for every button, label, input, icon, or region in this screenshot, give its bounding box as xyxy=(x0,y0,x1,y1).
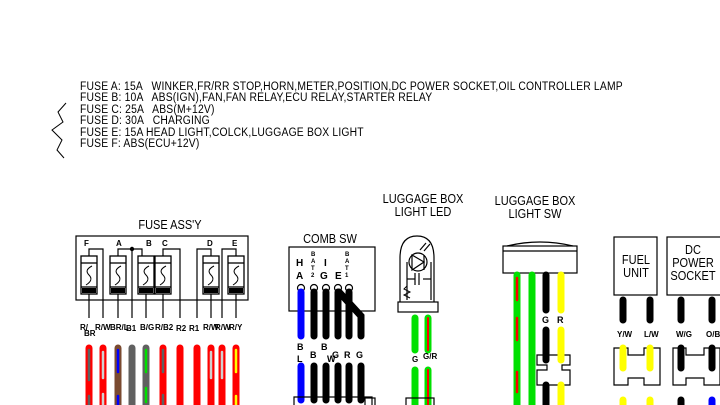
svg-text:B1: B1 xyxy=(126,324,137,333)
svg-text:L: L xyxy=(297,354,303,364)
luggage-box-light-sw xyxy=(502,241,578,386)
svg-text:B/G: B/G xyxy=(140,323,154,332)
dc-socket-labels: W/G O/B xyxy=(676,330,720,339)
svg-text:R2: R2 xyxy=(176,324,187,333)
fuse-legend-row-b: FUSE B: 10A ABS(IGN),FAN,FAN RELAY,ECU R… xyxy=(80,92,433,105)
svg-text:1: 1 xyxy=(345,273,349,279)
svg-text:D: D xyxy=(207,239,213,248)
fuse-legend: FUSE A: 15A WINKER,FR/RR STOP,HORN,METER… xyxy=(80,81,623,151)
svg-text:C: C xyxy=(162,239,168,248)
luggage-sw-title: LUGGAGE BOX LIGHT SW xyxy=(494,194,576,221)
svg-text:BR/L: BR/L xyxy=(110,323,129,332)
svg-text:G: G xyxy=(412,355,418,364)
fuel-unit-title: FUEL UNIT xyxy=(621,253,651,280)
svg-text:A: A xyxy=(296,271,303,282)
svg-text:H: H xyxy=(296,258,303,269)
fuse-legend-row-e: FUSE E: 15A HEAD LIGHT,COLCK,LUGGAGE BOX… xyxy=(80,126,364,139)
fuse-legend-row-c: FUSE C: 25A ABS(M+12V) xyxy=(80,103,215,116)
luggage-led-labels: G G/R xyxy=(412,352,437,364)
svg-text:R/: R/ xyxy=(80,323,89,332)
svg-text:G: G xyxy=(332,350,339,360)
dc-power-socket-title: DC POWER SOCKET xyxy=(670,243,716,283)
svg-text:A: A xyxy=(345,259,350,265)
fuse-wire-labels: R/BR R/W BR/L B1 B/G R/B2 R2 R1 R/W R/W … xyxy=(80,323,243,338)
svg-text:2: 2 xyxy=(311,273,315,279)
dc-power-socket xyxy=(666,236,720,386)
svg-text:E: E xyxy=(232,239,238,248)
fuse-assy-title: FUSE ASS'Y xyxy=(138,218,202,232)
fuse-legend-row-d: FUSE D: 30A CHARGING xyxy=(80,115,210,128)
luggage-box-light-led xyxy=(397,235,439,313)
junction-dot xyxy=(129,246,135,252)
svg-text:W: W xyxy=(327,354,336,364)
svg-text:L/W: L/W xyxy=(644,330,659,339)
legend-brace xyxy=(51,102,67,159)
svg-text:B: B xyxy=(297,342,304,352)
svg-text:B: B xyxy=(311,252,316,258)
svg-text:B: B xyxy=(146,239,152,248)
svg-text:R: R xyxy=(557,315,564,325)
svg-text:G: G xyxy=(356,350,363,360)
fuse-wires xyxy=(85,344,240,405)
svg-text:A: A xyxy=(116,239,122,248)
svg-text:B: B xyxy=(321,342,328,352)
luggage-led-title: LUGGAGE BOX LIGHT LED xyxy=(382,192,464,219)
svg-text:G: G xyxy=(542,315,549,325)
fuse-ratings xyxy=(82,288,243,293)
fuse-assy xyxy=(75,235,249,318)
svg-text:T: T xyxy=(311,266,315,272)
luggage-sw-wires xyxy=(513,271,565,405)
svg-text:W/G: W/G xyxy=(676,330,692,339)
svg-text:A: A xyxy=(311,259,316,265)
luggage-led-wires xyxy=(411,314,432,405)
svg-text:E: E xyxy=(335,271,342,282)
fuse-legend-row-f: FUSE F: ABS(ECU+12V) xyxy=(80,138,200,151)
svg-text:R/W: R/W xyxy=(203,323,219,332)
svg-text:R/B2: R/B2 xyxy=(155,323,174,332)
svg-text:Y/W: Y/W xyxy=(617,330,633,339)
svg-text:BR: BR xyxy=(84,329,96,338)
svg-text:G/R: G/R xyxy=(423,352,437,361)
svg-text:R/Y: R/Y xyxy=(229,323,243,332)
comb-sw-title: COMB SW xyxy=(303,232,357,246)
dc-socket-wires xyxy=(677,296,716,405)
svg-text:B: B xyxy=(310,350,317,360)
svg-text:R/W: R/W xyxy=(95,323,111,332)
fuel-unit-wires xyxy=(619,296,654,405)
svg-text:I: I xyxy=(324,258,327,269)
svg-text:G: G xyxy=(320,271,328,282)
svg-text:O/B: O/B xyxy=(706,330,720,339)
svg-text:R/W: R/W xyxy=(215,323,231,332)
fuel-unit-labels: Y/W L/W xyxy=(617,330,659,339)
svg-text:R1: R1 xyxy=(189,324,200,333)
svg-text:F: F xyxy=(84,239,89,248)
svg-text:B: B xyxy=(345,252,350,258)
fuse-legend-row-a: FUSE A: 15A WINKER,FR/RR STOP,HORN,METER… xyxy=(80,81,623,93)
svg-text:T: T xyxy=(345,266,349,272)
fuel-unit xyxy=(613,236,661,386)
svg-text:R: R xyxy=(344,350,351,360)
